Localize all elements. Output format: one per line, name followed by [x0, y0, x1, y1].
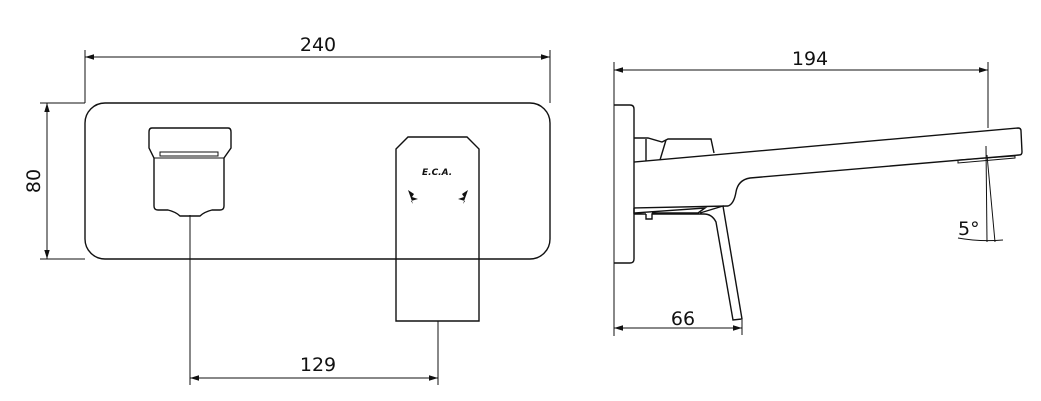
dim-angle: 5° [958, 218, 980, 240]
dim-width: 240 [300, 34, 336, 56]
dim-projection: 194 [792, 48, 828, 70]
dim-height: 80 [23, 169, 45, 193]
mixer-lever: E.C.A. [395, 136, 480, 322]
hot-indicator-icon [408, 190, 418, 204]
front-view: E.C.A. 240 80 129 [23, 34, 551, 385]
wall-plate [84, 102, 551, 260]
dim-center-distance: 129 [300, 354, 336, 376]
side-lever [633, 205, 743, 321]
dim-lever-depth: 66 [671, 308, 695, 330]
brand-logo: E.C.A. [422, 168, 452, 178]
side-diverter [634, 137, 715, 161]
side-wall-plate [614, 104, 635, 264]
diverter-handle [148, 127, 232, 217]
side-view: 194 66 5° [613, 48, 1023, 336]
cold-indicator-icon [458, 190, 468, 204]
spout [633, 127, 1023, 209]
